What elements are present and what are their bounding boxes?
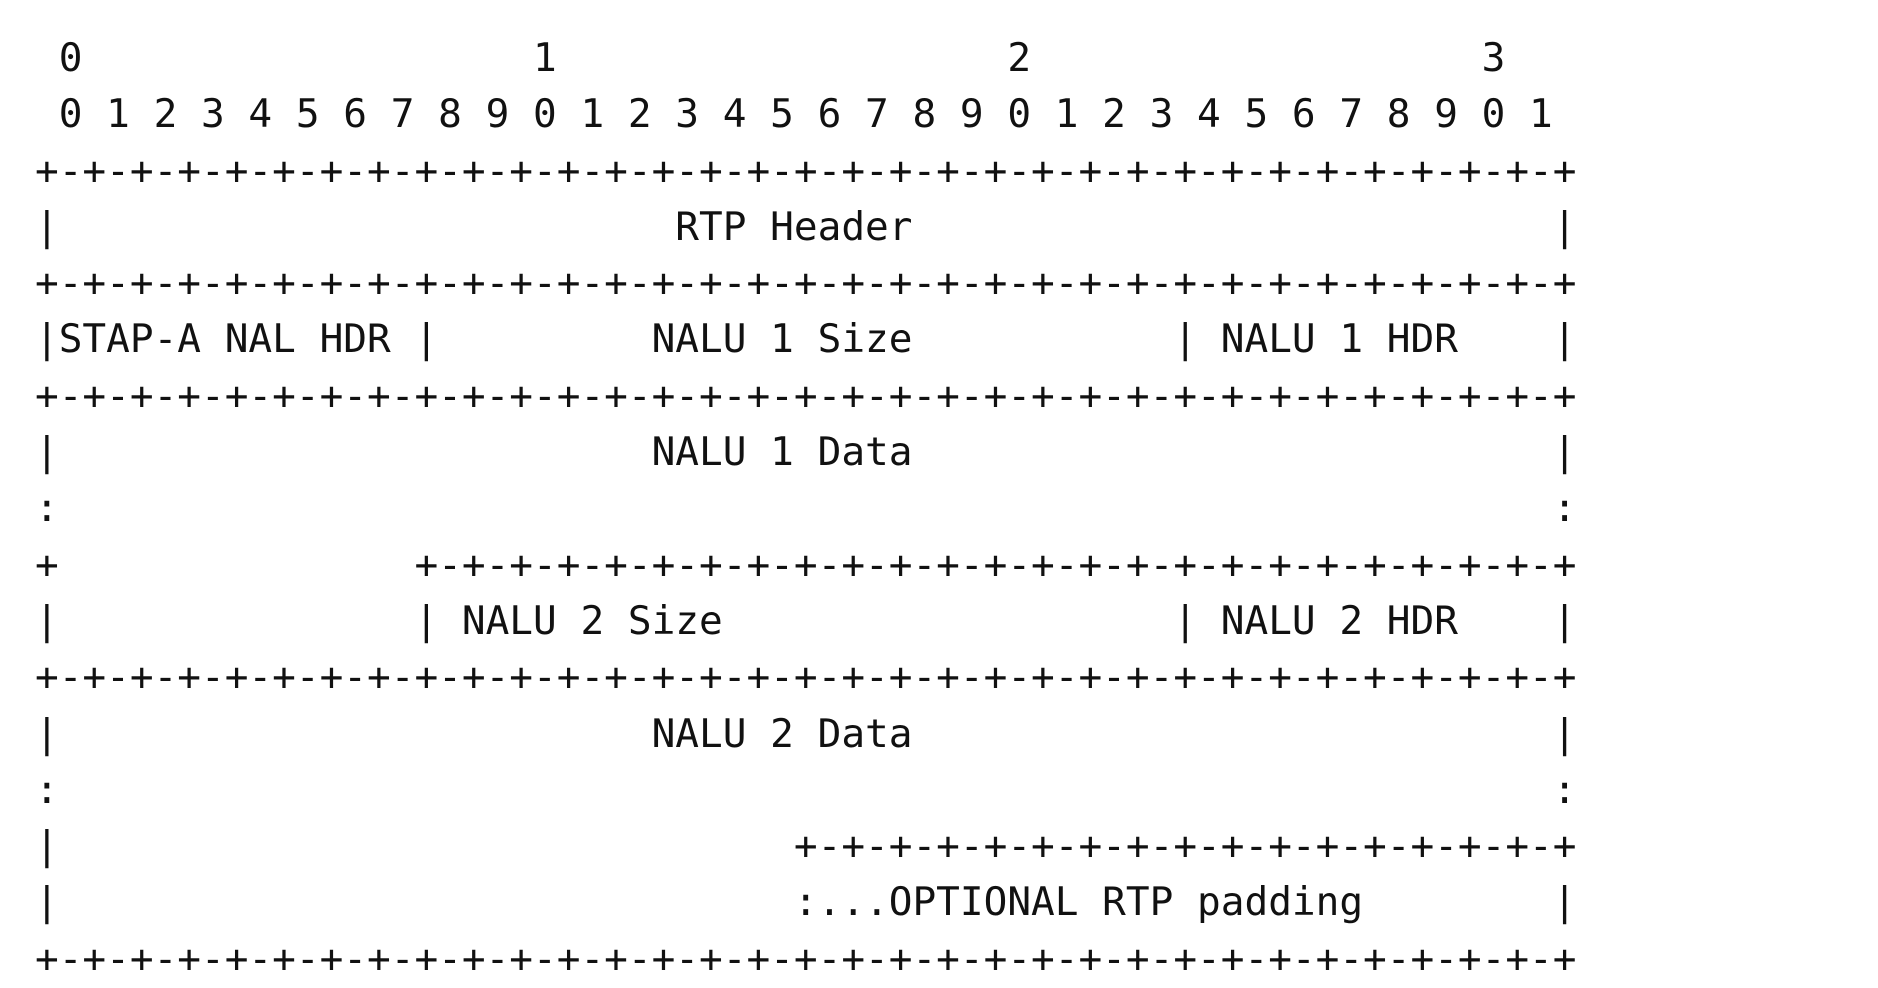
- row-separator: +-+-+-+-+-+-+-+-+-+-+-+-+-+-+-+-+-+-+-+-…: [35, 654, 1577, 701]
- bit-units-ruler: 0 1 2 3 4 5 6 7 8 9 0 1 2 3 4 5 6 7 8 9 …: [35, 91, 1553, 138]
- optional-rtp-padding-row: | :...OPTIONAL RTP padding |: [35, 879, 1577, 926]
- rtp-stap-a-packet-diagram: 0 1 2 3 0 1 2 3 4 5 6 7 8 9 0 1 2 3 4 5 …: [35, 30, 1577, 987]
- rtp-header-row: | RTP Header |: [35, 203, 1577, 250]
- nalu1-data-row: | NALU 1 Data |: [35, 429, 1577, 476]
- row-separator: +-+-+-+-+-+-+-+-+-+-+-+-+-+-+-+-+-+-+-+-…: [35, 147, 1577, 194]
- nalu2-data-continuation: : :: [35, 766, 1577, 813]
- row-separator: +-+-+-+-+-+-+-+-+-+-+-+-+-+-+-+-+-+-+-+-…: [35, 935, 1577, 982]
- nalu2-size-hdr-row: | | NALU 2 Size | NALU 2 HDR |: [35, 597, 1577, 644]
- row-separator: +-+-+-+-+-+-+-+-+-+-+-+-+-+-+-+-+-+-+-+-…: [35, 372, 1577, 419]
- padding-separator: | +-+-+-+-+-+-+-+-+-+-+-+-+-+-+-+-+: [35, 823, 1577, 870]
- partial-row-separator: + +-+-+-+-+-+-+-+-+-+-+-+-+-+-+-+-+-+-+-…: [35, 541, 1577, 588]
- row-separator: +-+-+-+-+-+-+-+-+-+-+-+-+-+-+-+-+-+-+-+-…: [35, 260, 1577, 307]
- stap-a-nalu1-size-hdr-row: |STAP-A NAL HDR | NALU 1 Size | NALU 1 H…: [35, 316, 1577, 363]
- bit-tens-ruler: 0 1 2 3: [35, 35, 1506, 81]
- nalu2-data-row: | NALU 2 Data |: [35, 710, 1577, 757]
- nalu1-data-continuation: : :: [35, 485, 1577, 532]
